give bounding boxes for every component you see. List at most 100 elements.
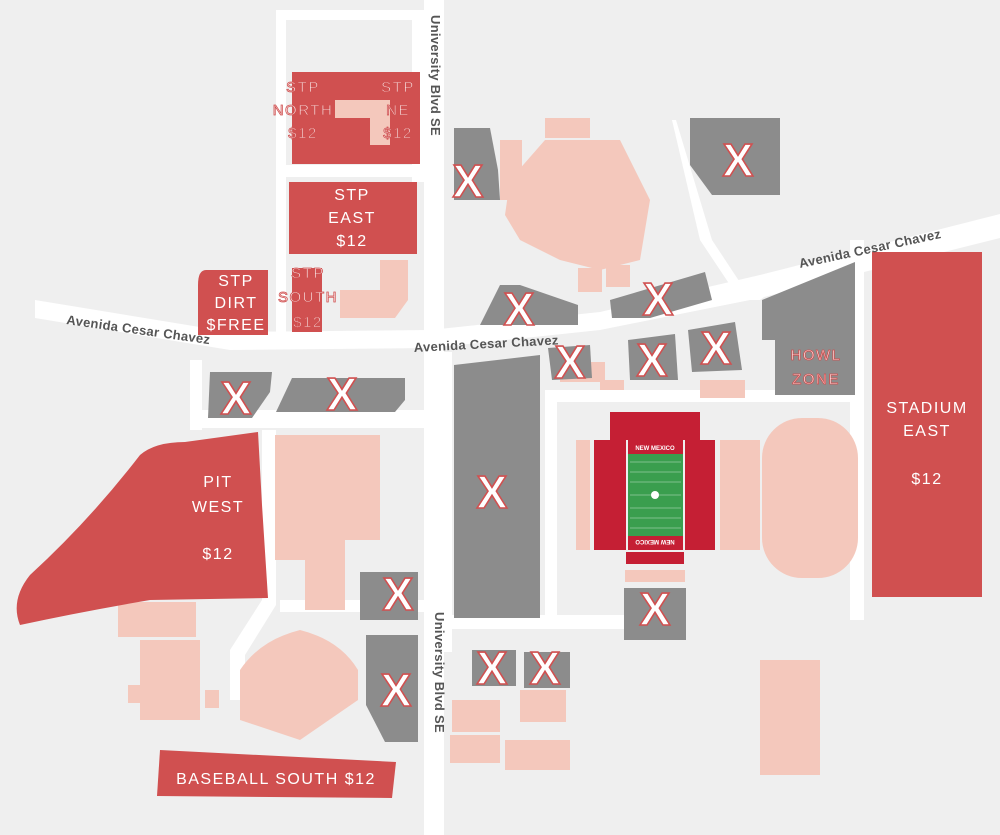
stadium-south-stands [626,552,684,564]
building [128,685,142,703]
building [500,140,522,200]
lot-stp-south[interactable]: STP SOUTH $12 [278,265,338,332]
building [600,380,624,390]
building [520,690,566,722]
lot-howl-zone[interactable]: HOWL ZONE [762,262,855,395]
closed-lot-south-a: X [472,641,516,695]
track-stadium [762,418,858,578]
building [505,740,570,770]
baseball-south-label: BASEBALL SOUTH $12 [176,771,376,788]
closed-lot-cesar-mid: X [610,272,712,326]
university-blvd-label-south: University Blvd SE [432,612,447,733]
stp-south-line2: SOUTH [278,289,338,306]
lot-stadium-east[interactable]: STADIUM EAST $12 [872,252,982,597]
closed-x-icon: X [530,642,561,694]
closed-lot-university-west-tall: X [366,635,418,742]
closed-x-icon: X [504,283,535,335]
closed-lot-university-west-small: X [360,567,418,621]
building [118,602,196,637]
closed-x-icon: X [637,334,668,386]
stp-east-line1: STP [334,187,370,204]
lot-stp-dirt[interactable]: STP DIRT $FREE [198,270,268,335]
endzone-south-label: NEW MEXICO [635,538,675,544]
building [578,268,602,292]
lot-stp-east[interactable]: STP EAST $12 [289,182,417,254]
building [452,700,500,732]
field-yard-lines [630,461,681,529]
building [700,380,745,398]
stp-ne-line1: STP [381,79,415,96]
stp-ne-price: $12 [383,125,413,142]
closed-x-icon: X [555,336,586,388]
endzone-north-label: NEW MEXICO [635,446,675,452]
closed-x-icon: X [327,368,358,420]
closed-lot-south-cesar-c: X [688,321,742,375]
building [340,260,408,318]
left-cross-street [200,410,430,428]
stp-east-line2: EAST [328,210,376,227]
stp-dirt-line2: DIRT [214,295,257,312]
closed-lot-south-cesar-b: X [628,333,678,387]
lot-pit-west[interactable]: PIT WEST $12 [16,432,268,625]
middle-cross-street [276,165,424,177]
midfield-logo [651,491,659,499]
closed-lot-ne-corner: X [690,118,780,195]
stp-east-price: $12 [336,233,367,250]
closed-lot-baseball-west: X [452,128,500,208]
stadium-east-price: $12 [911,471,942,488]
stadium-south-building [625,570,685,582]
left-vertical-street [190,360,202,430]
stadium-east-red-stands [685,440,715,550]
street-north-baseball [444,352,452,652]
university-blvd-road [424,0,444,835]
stadium-ring-road [545,395,557,620]
closed-lot-west-a: X [208,371,272,425]
stadium-east-line1: STADIUM [886,400,967,417]
stp-north-line1: STP [286,79,320,96]
building [606,265,630,287]
stp-dirt-price: $FREE [206,317,265,334]
closed-x-icon: X [477,466,508,518]
north-cross-street [276,10,424,20]
lot-stp-ne[interactable]: STP NE $12 [381,79,415,143]
stadium-west-red-stands [594,440,626,550]
football-stadium: NEW MEXICO NEW MEXICO [594,412,715,564]
closed-lot-university-east: X [454,355,540,618]
closed-x-icon: X [640,583,671,635]
pit-road [230,430,276,700]
building [760,660,820,775]
pit-west-line2: WEST [192,499,244,516]
closed-x-icon: X [453,155,484,207]
closed-lot-south-b: X [524,641,570,695]
endzone-north [628,440,683,454]
howl-zone-line1: HOWL [791,347,842,364]
building [545,118,590,138]
closed-x-icon: X [723,134,754,186]
closed-lot-stadium-south: X [624,582,686,640]
stp-north-price: $12 [288,125,318,142]
closed-x-icon: X [477,642,508,694]
closed-lot-west-b: X [276,367,405,421]
pit-west-price: $12 [202,546,233,563]
building [450,735,500,763]
closed-lot-south-cesar-a: X [548,335,592,389]
closed-x-icon: X [383,568,414,620]
stadium-east-stands [720,440,760,550]
stadium-east-line2: EAST [903,423,951,440]
stp-ne-line2: NE [386,102,410,119]
howl-zone-line2: ZONE [792,371,840,388]
building [275,435,380,610]
lot-baseball-south[interactable]: BASEBALL SOUTH $12 [157,750,396,798]
baseball-stadium-building [505,140,650,270]
stadium-north-stands [610,412,700,440]
closed-x-icon: X [381,664,412,716]
stp-south-line1: STP [291,265,325,282]
building [140,640,200,720]
university-blvd-label-north: University Blvd SE [428,15,443,136]
stp-south-price: $12 [293,314,323,331]
closed-x-icon: X [221,372,252,424]
endzone-south [628,536,683,550]
closed-x-icon: X [643,273,674,325]
lot-stp-north[interactable]: STP NORTH $12 [272,72,420,164]
